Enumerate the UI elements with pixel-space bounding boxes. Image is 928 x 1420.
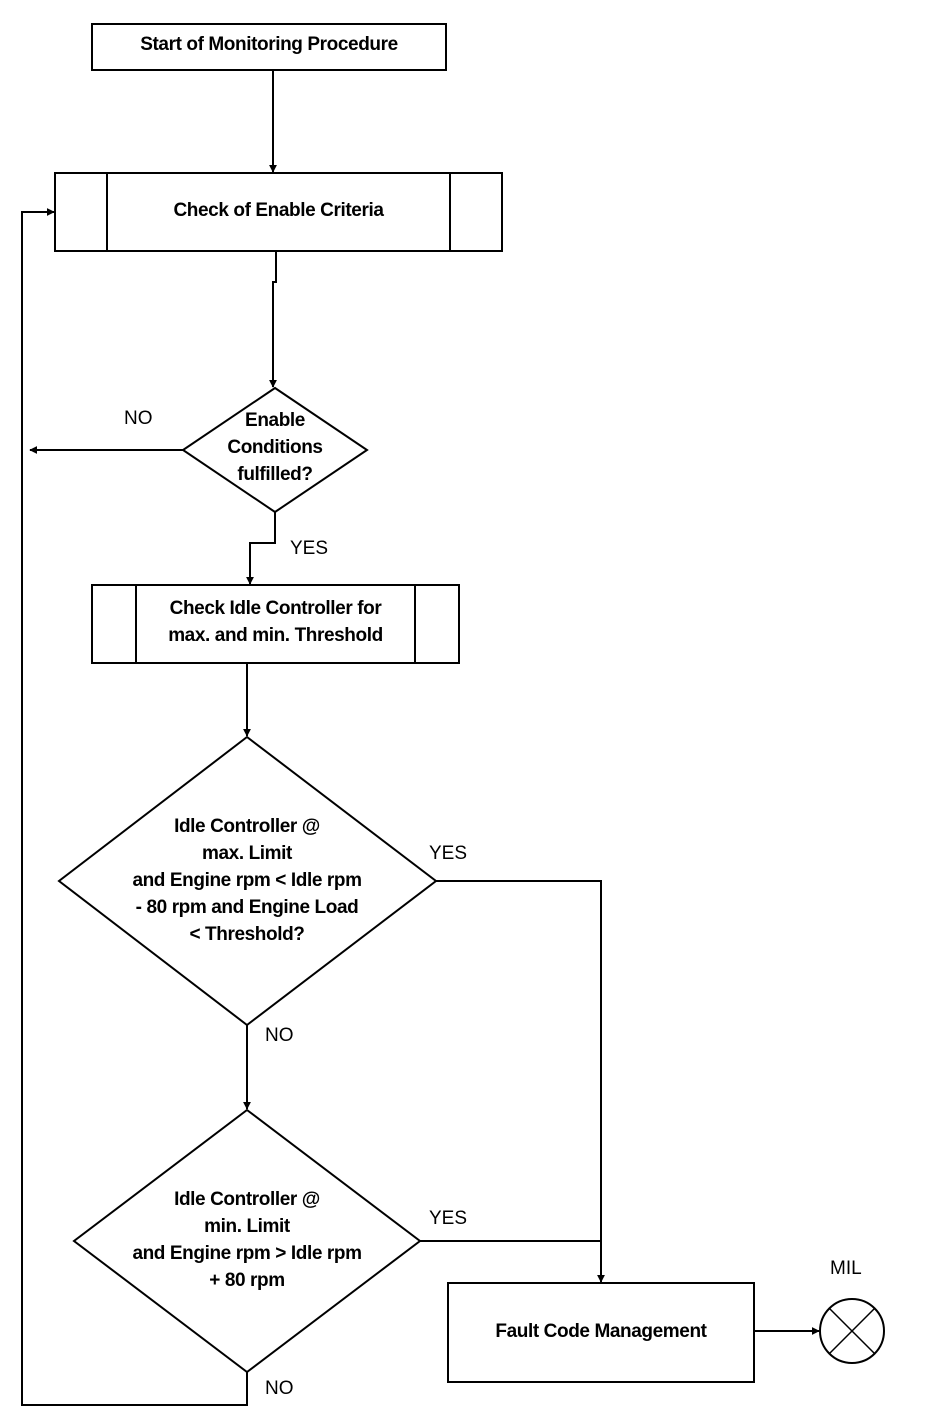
fault-box [447,1282,755,1383]
connector-max-yes [436,880,605,1283]
idle-check-label: Check Idle Controller for max. and min. … [136,595,415,649]
idle-check-box [91,584,460,664]
min-decision-line-1: Idle Controller @ [174,1189,320,1210]
connector-enable-to-decision [269,251,277,388]
enable-decision-line-2: Conditions [227,437,323,458]
mil-label: MIL [830,1258,862,1279]
min-decision-line-4: + 80 rpm [209,1270,285,1291]
enable-no-label: NO [124,408,153,429]
enable-decision-line-3: fulfilled? [237,464,313,485]
connector-min-no-loop [21,208,248,1406]
max-yes-label: YES [429,843,468,864]
max-decision-line-5: < Threshold? [189,924,305,945]
min-yes-label: YES [429,1208,468,1229]
max-decision-label: Idle Controller @ max. Limit and Engine … [97,813,397,948]
enable-check-label: Check of Enable Criteria [173,200,384,221]
enable-decision-label: Enable Conditions fulfilled? [195,407,355,488]
connector-enable-yes [246,512,276,585]
max-decision-line-2: max. Limit [202,843,292,864]
max-decision-line-4: - 80 rpm and Engine Load [135,897,359,918]
fault-label: Fault Code Management [495,1321,707,1342]
enable-check-box [54,172,503,252]
min-decision-line-2: min. Limit [204,1216,290,1237]
idle-check-line-1: Check Idle Controller for [169,598,382,619]
enable-yes-label: YES [290,538,329,559]
start-label: Start of Monitoring Procedure [140,34,398,55]
min-decision-label: Idle Controller @ min. Limit and Engine … [97,1186,397,1294]
max-decision-line-1: Idle Controller @ [174,816,320,837]
start-box [91,23,447,71]
min-no-label: NO [265,1378,294,1399]
idle-check-line-2: max. and min. Threshold [168,625,383,646]
max-no-label: NO [265,1025,294,1046]
mil-cross-line-b [828,1307,876,1355]
min-decision-line-3: and Engine rpm > Idle rpm [132,1243,362,1264]
max-decision-line-3: and Engine rpm < Idle rpm [132,870,362,891]
enable-decision-line-1: Enable [245,410,305,431]
